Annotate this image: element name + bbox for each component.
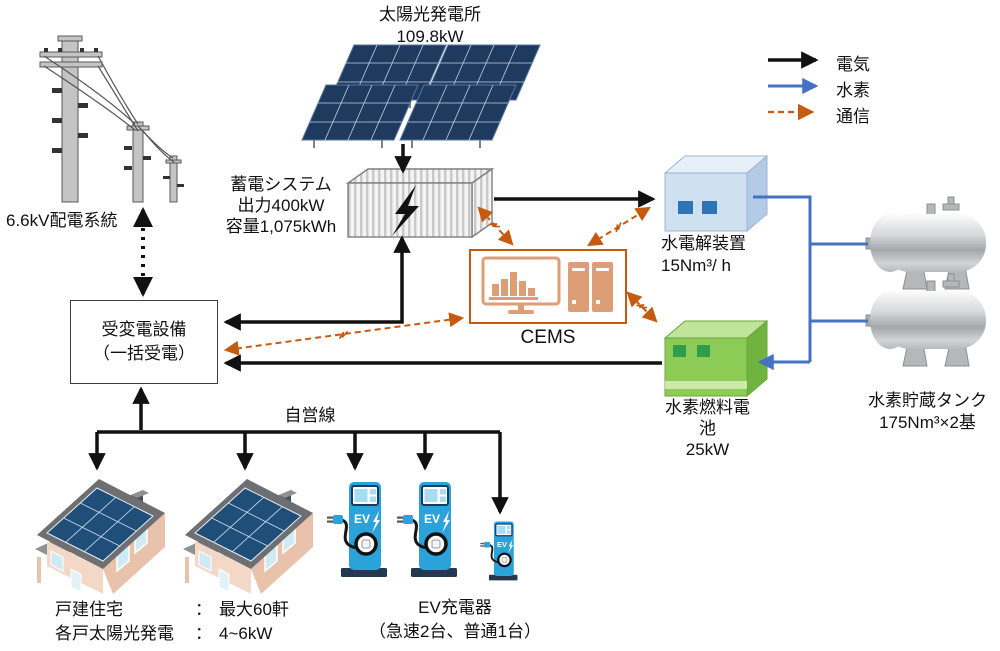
legend-item-hydrogen: 水素 [836, 81, 870, 100]
cems-label: CEMS [520, 327, 576, 348]
ev-station-caption: EV充電器 （急速2台、普通1台） [330, 596, 580, 644]
comm-link-cems-fuelcell [626, 291, 658, 323]
house-1-icon [34, 478, 166, 595]
substation-name: 受変電設備 [101, 320, 187, 339]
battery-container-icon [345, 167, 495, 239]
electrolyzer-name: 水電解装置 [661, 234, 746, 253]
ev-charger-1-icon [325, 480, 389, 579]
comm-zigzag-marks [338, 222, 648, 340]
server-towers-icon [568, 262, 613, 312]
battery-capacity: 容量1,075kWh [225, 217, 337, 236]
battery-label: 蓄電システム 出力400kW 容量1,075kWh [218, 174, 344, 237]
legend-item-electricity: 電気 [836, 55, 870, 74]
substation-box: 受変電設備 （一括受電） [70, 300, 218, 384]
houses-caption: 戸建住宅：最大60軒 各戸太陽光発電：4~6kW [55, 598, 289, 646]
battery-output: 出力400kW [237, 196, 325, 215]
solar-plant-capacity: 109.8kW [396, 27, 464, 46]
houses-caption-row-2: 各戸太陽光発電：4~6kW [55, 624, 273, 643]
legend-item-communication: 通信 [836, 107, 870, 126]
monitor-bar-chart-icon [481, 256, 561, 314]
substation-subname: （一括受電） [93, 344, 195, 363]
utility-poles-icon [39, 35, 184, 203]
cems-box [469, 249, 627, 324]
grid-label: 6.6kV配電系統 [6, 211, 118, 230]
house-2-icon [182, 478, 314, 595]
ev-station-subtitle: （急速2台、普通1台） [369, 622, 541, 641]
battery-name: 蓄電システム [230, 175, 332, 194]
hydrogen-tank-label: 水素貯蔵タンク 175Nm³×2基 [855, 390, 1000, 434]
fuel-cell-capacity: 25kW [685, 440, 730, 459]
fuel-cell-icon [663, 319, 769, 398]
solar-plant-icon [301, 44, 541, 149]
electrolyzer-icon [663, 154, 769, 233]
legend-samples [768, 51, 819, 121]
hydrogen-tank-capacity: 175Nm³×2基 [879, 413, 976, 432]
solar-plant-label: 太陽光発電所 109.8kW [330, 4, 530, 48]
hydrogen-tank-1-icon [865, 196, 987, 290]
ev-charger-3-icon [479, 520, 519, 582]
electrolyzer-label: 水電解装置 15Nm³/ h [661, 233, 746, 277]
ev-station-title: EV充電器 [418, 598, 492, 617]
hydrogen-line-electrolyzer-trunk [753, 195, 812, 362]
fuel-cell-label: 水素燃料電 池 25kW [650, 397, 765, 460]
lightning-bolt-icon [392, 185, 419, 236]
private-line-label: 自営線 [284, 406, 336, 425]
hydrogen-tank-name: 水素貯蔵タンク [868, 391, 987, 410]
solar-plant-name: 太陽光発電所 [379, 5, 481, 24]
arrow-battery-substation [223, 235, 411, 331]
ev-charger-2-icon [395, 480, 459, 579]
electrolyzer-capacity: 15Nm³/ h [661, 256, 731, 275]
houses-caption-row-1: 戸建住宅：最大60軒 [55, 600, 289, 619]
